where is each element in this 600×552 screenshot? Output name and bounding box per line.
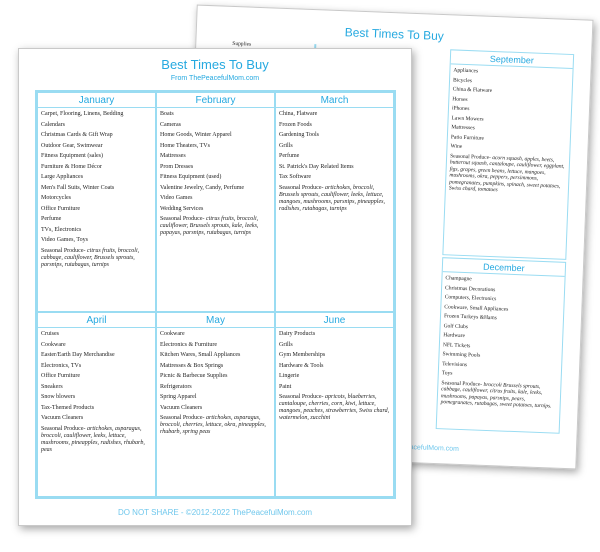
list-item: Paint <box>279 383 292 390</box>
list-item: Tax Software <box>279 174 312 180</box>
list-item: Fitness Equipment (sales) <box>41 153 103 159</box>
seasonal-produce: Seasonal Produce- citrus fruits, broccol… <box>41 247 152 269</box>
list-item: Electronics, TVs <box>41 362 82 369</box>
month-name: April <box>38 313 155 328</box>
list-item: Electronics & Furniture <box>160 341 217 348</box>
list-item: Gardening Tools <box>279 132 319 138</box>
list-item: Prom Dresses <box>160 163 194 170</box>
list-item: Fitness Equipment (used) <box>160 174 222 180</box>
list-item: Perfume <box>41 216 62 222</box>
list-item: Frozen Foods <box>279 121 312 128</box>
front-page: Best Times To Buy From ThePeacefulMom.co… <box>18 48 412 526</box>
page-title: Best Times To Buy <box>161 57 269 72</box>
list-item: Lingerie <box>279 373 300 379</box>
produce-label: Seasonal Produce- <box>41 247 86 254</box>
list-item: Spring Apparel <box>160 394 197 400</box>
list-item: Hardware & Tools <box>279 362 324 369</box>
page-footer: DO NOT SHARE - ©2012-2022 ThePeacefulMom… <box>117 508 313 517</box>
list-item: Vacuum Cleaners <box>41 415 84 421</box>
produce-label: Seasonal Produce- <box>41 425 86 432</box>
list-item: Grills <box>279 341 293 348</box>
list-item: Cruises <box>41 331 59 337</box>
list-item: Mattresses & Box Springs <box>160 362 224 369</box>
list-item: Mattresses <box>160 153 186 159</box>
seasonal-produce: Seasonal Produce- artichokes, broccoli, … <box>279 184 390 213</box>
produce-list: citrus fruits, broccoli, cauliflower, Br… <box>160 216 259 236</box>
list-item: Vacuum Cleaners <box>160 404 203 411</box>
list-item: Video Games, Toys <box>41 237 88 243</box>
seasonal-produce: Seasonal Produce- acorn squash, apples, … <box>448 152 565 194</box>
list-item: Grills <box>279 142 293 149</box>
list-item: Valentine Jewelry, Candy, Perfume <box>160 184 245 191</box>
list-item: TVs, Electronics <box>41 226 82 233</box>
list-item: China, Flatware <box>279 111 318 117</box>
list-item: Cookware <box>160 331 185 337</box>
list-item: Perfume <box>279 153 300 159</box>
produce-label: Seasonal Produce- <box>160 216 205 222</box>
produce-list: citrus fruits, broccoli, cabbage, caulif… <box>41 247 140 268</box>
month-name: February <box>157 93 274 108</box>
list-item: Tax-Themed Products <box>41 404 95 411</box>
list-item: Home Goods, Winter Apparel <box>160 132 232 138</box>
seasonal-produce: Seasonal Produce- broccoli Brussels spro… <box>440 379 552 410</box>
page-subtitle: From ThePeacefulMom.com <box>170 75 260 82</box>
list-item: Kitchen Wares, Small Appliances <box>160 352 241 358</box>
produce-label: Seasonal Produce- <box>279 184 324 191</box>
produce-list: artichokes, broccoli, Brussels sprouts, … <box>279 184 385 212</box>
list-item: Snow blowers <box>41 394 76 400</box>
list-item: Office Furniture <box>41 373 81 379</box>
month-name: January <box>38 93 155 108</box>
list-item: Cameras <box>160 121 181 128</box>
produce-list: apricots, blueberries, cantaloupe, cherr… <box>279 394 390 421</box>
list-item: Motorcycles <box>41 195 71 201</box>
seasonal-produce: Seasonal Produce- citrus fruits, broccol… <box>160 215 271 237</box>
produce-list: artichokes, asparagus, broccoli, caulifl… <box>41 425 145 453</box>
list-item: Video Games <box>160 195 193 201</box>
list-item: Large Appliances <box>41 174 84 180</box>
list-item: St. Patrick's Day Related Items <box>279 163 354 170</box>
seasonal-produce: Seasonal Produce- artichokes, asparagus,… <box>41 425 152 454</box>
list-item: Dairy Products <box>279 331 316 337</box>
produce-list: artichokes, asparagus, broccoli, cherrie… <box>160 415 266 435</box>
list-item: Men's Fall Suits, Winter Coats <box>41 184 115 191</box>
produce-label: Seasonal Produce- <box>160 415 205 421</box>
list-item: Cookware <box>41 341 66 348</box>
list-item: Gym Memberships <box>279 352 326 358</box>
list-item: Easter/Earth Day Merchandise <box>41 352 115 358</box>
seasonal-produce: Seasonal Produce- artichokes, asparagus,… <box>160 414 271 436</box>
seasonal-produce: Seasonal Produce- apricots, blueberries,… <box>279 393 390 422</box>
list-item: Sneakers <box>41 383 63 390</box>
list-item: Carpet, Flooring, Linens, Bedding <box>41 111 124 117</box>
month-name: May <box>157 313 274 328</box>
month-name: March <box>276 93 393 108</box>
list-item: Christmas Cards & Gift Wrap <box>41 132 113 138</box>
list-item: Calendars <box>41 121 65 128</box>
list-item: Home Theaters, TVs <box>160 142 210 149</box>
list-item: Office Furniture <box>41 205 81 212</box>
produce-label: Seasonal Produce- <box>279 394 324 400</box>
month-name: June <box>276 313 393 328</box>
list-item: Outdoor Gear, Swimwear <box>41 142 103 149</box>
list-item: Wedding Services <box>160 205 204 212</box>
list-item: Furniture & Home Décor <box>41 163 102 170</box>
list-item: Refrigerators <box>160 383 192 390</box>
list-item: Picnic & Barbecue Supplies <box>160 373 228 379</box>
list-item: Boats <box>160 111 174 117</box>
